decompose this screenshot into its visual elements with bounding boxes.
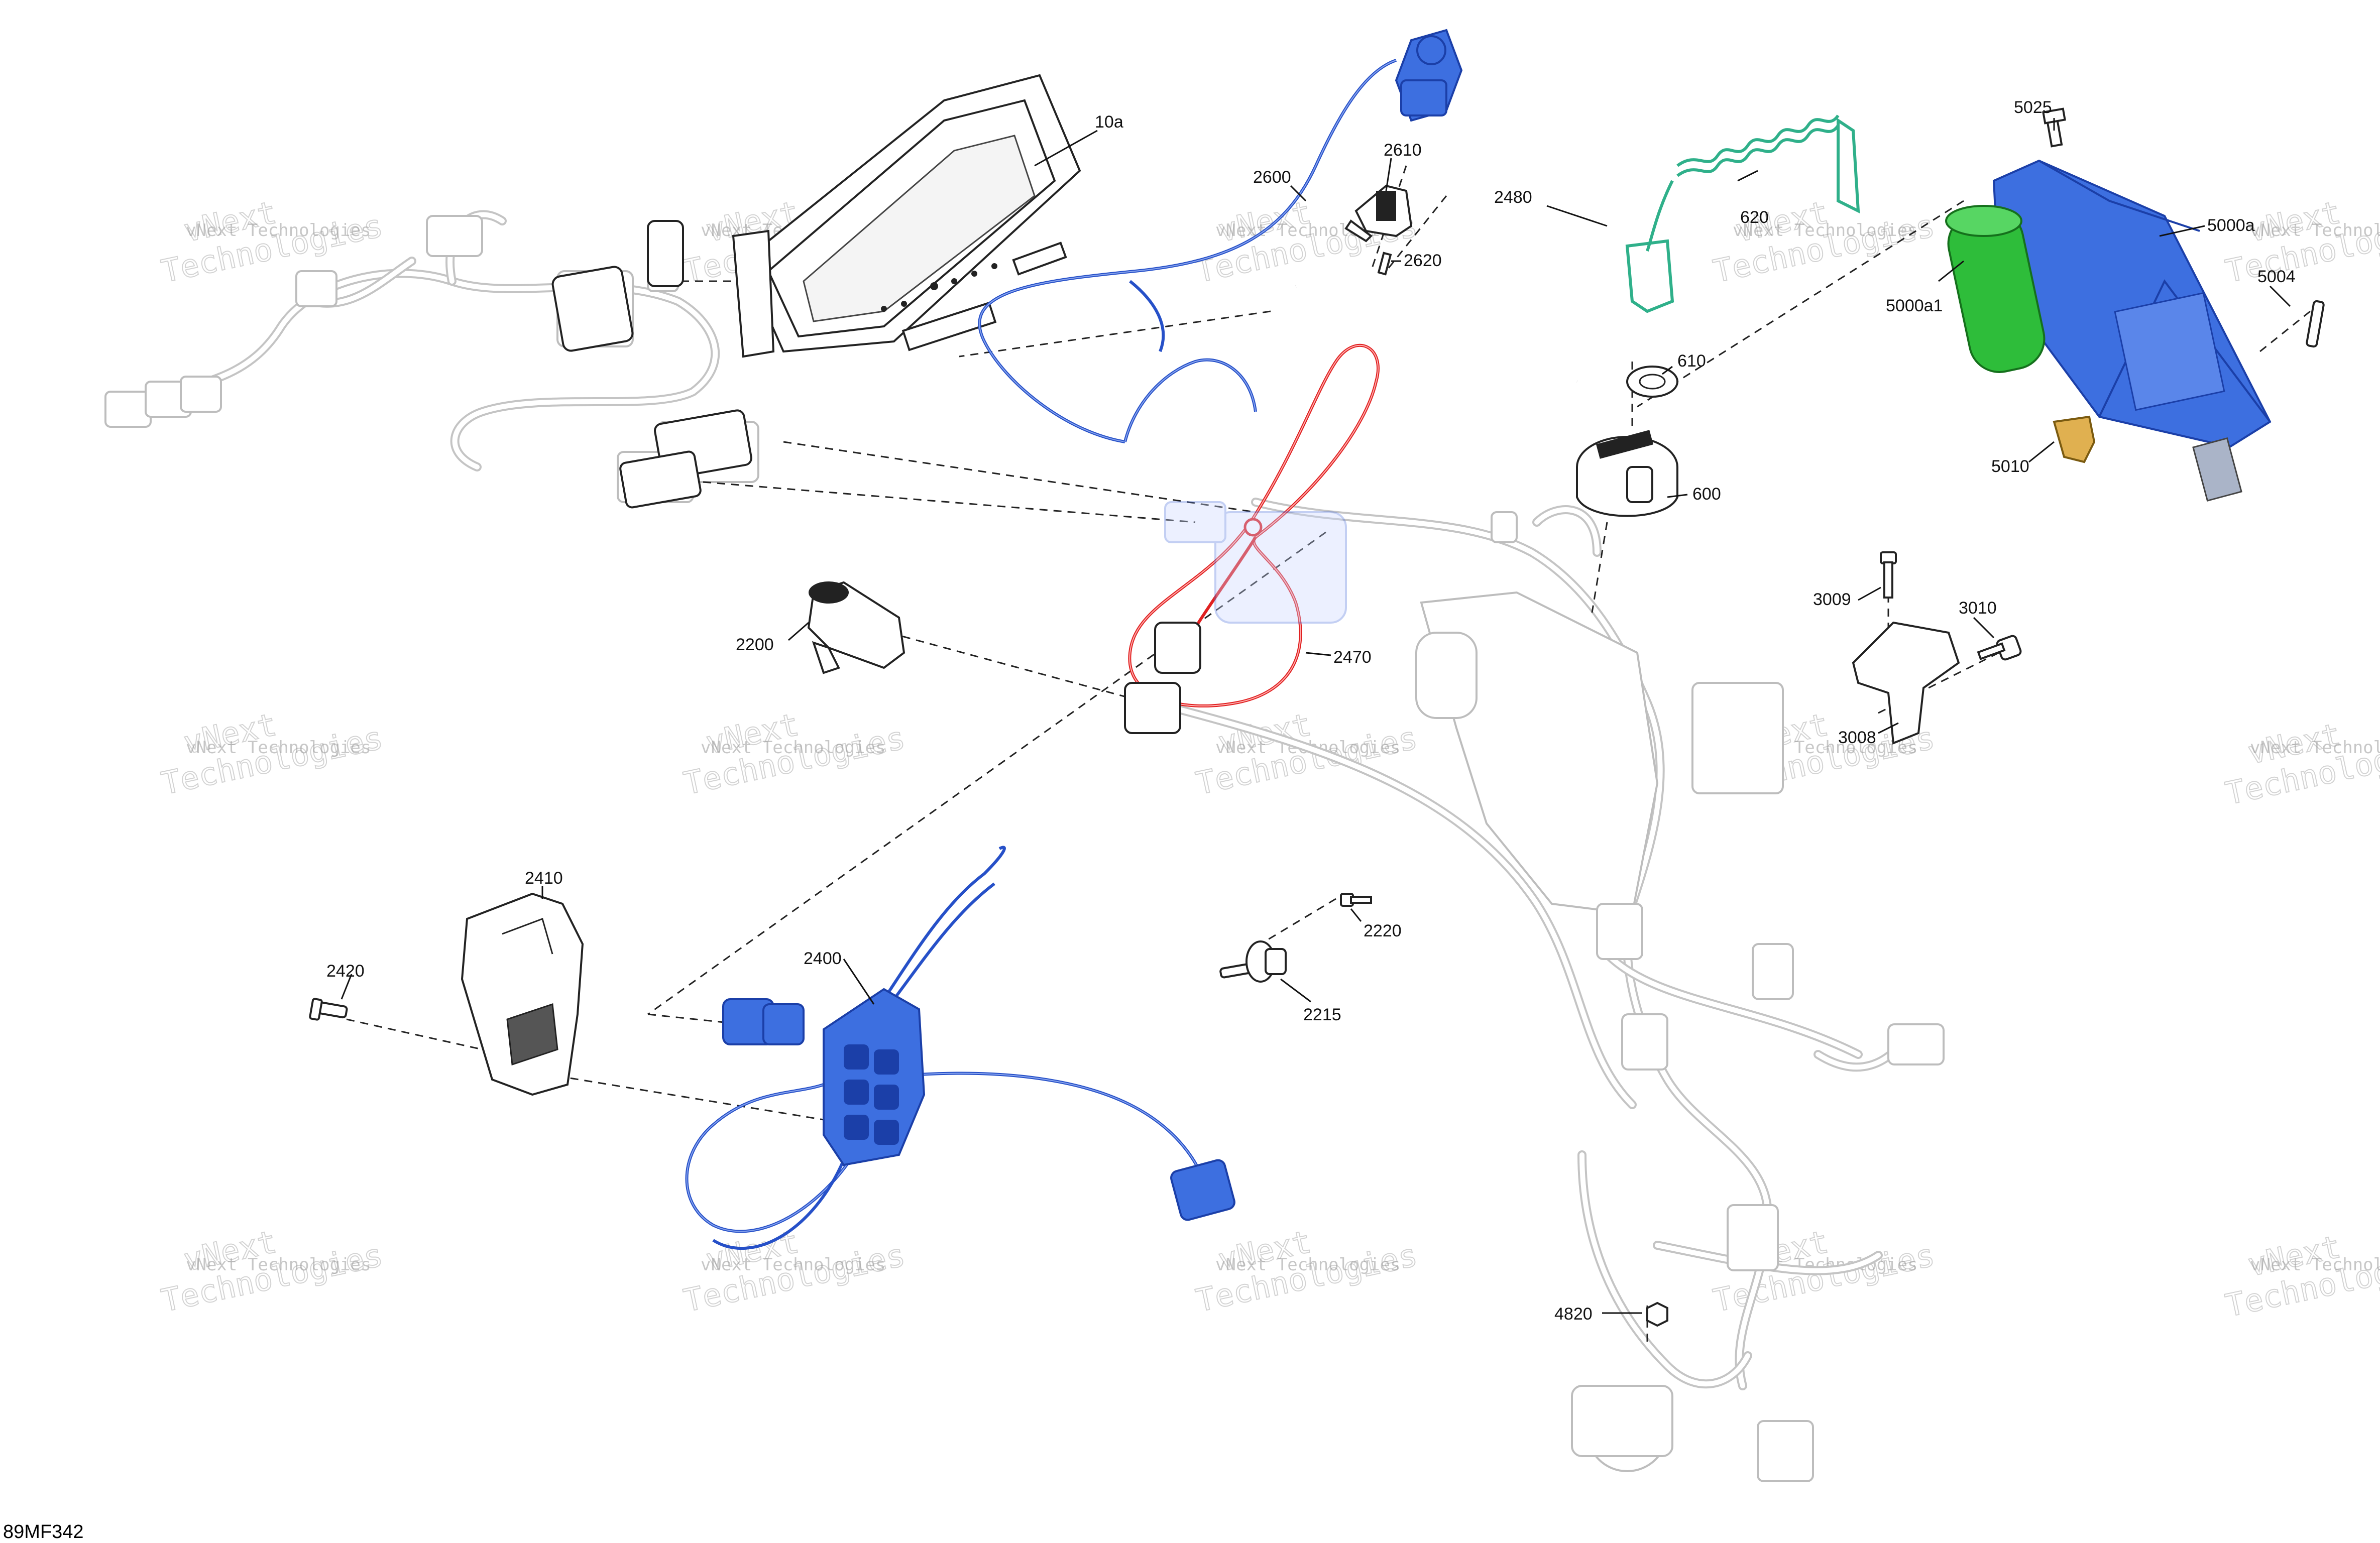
connector-cap xyxy=(1416,35,1446,65)
watermark-small: vNext Technologies xyxy=(2250,1255,2380,1275)
callout-10a: 10a xyxy=(1095,112,1123,132)
ghost-connector xyxy=(426,215,483,257)
watermark-small: vNext Technologies xyxy=(186,738,371,758)
callout-2610: 2610 xyxy=(1384,141,1422,160)
indicator-dot xyxy=(901,301,907,307)
part-2610-clip[interactable] xyxy=(1344,184,1413,243)
callout-2620: 2620 xyxy=(1404,251,1442,270)
watermark-small: vNext Technologies xyxy=(2250,220,2380,241)
part-600-ignition-switch[interactable] xyxy=(1576,430,1678,517)
callout-2200: 2200 xyxy=(736,635,774,654)
ghost-connector xyxy=(1596,903,1643,960)
ghost-connector xyxy=(1757,1420,1814,1482)
watermark-small: vNext Technologies xyxy=(701,1255,885,1275)
watermark-small: vNext Technologies xyxy=(1733,220,1917,241)
callout-5010: 5010 xyxy=(1991,457,2029,476)
callout-620: 620 xyxy=(1740,208,1769,227)
callout-2410: 2410 xyxy=(525,869,563,888)
indicator-dot xyxy=(951,278,957,284)
harness-connectors-left xyxy=(551,220,752,509)
callout-2215: 2215 xyxy=(1303,1005,1341,1024)
indicator-dot xyxy=(930,282,938,290)
ghost-connector xyxy=(1752,943,1794,1000)
assembly-lines xyxy=(346,165,2311,1346)
part-5004-pin[interactable] xyxy=(2306,300,2325,348)
callout-600: 600 xyxy=(1692,485,1721,504)
part-5000a1-cylinder[interactable] xyxy=(1943,205,2050,378)
callout-5025: 5025 xyxy=(2014,98,2052,117)
ghost-fuse-box xyxy=(1691,682,1784,794)
part-2400-switch-assembly[interactable] xyxy=(685,846,1236,1250)
callout-2470: 2470 xyxy=(1333,648,1372,667)
part-620-coiled-lanyard[interactable] xyxy=(1625,114,1860,313)
ghost-connector xyxy=(1727,1204,1779,1271)
watermark-small: vNext Technologies xyxy=(186,1255,371,1275)
ghost-cylinder xyxy=(1415,632,1478,719)
callout-2400: 2400 xyxy=(804,949,842,968)
callout-3009: 3009 xyxy=(1813,590,1851,609)
harness-connectors-center xyxy=(1124,622,1201,734)
ghosted-main-harness xyxy=(104,210,1945,1482)
part-2220-screw[interactable] xyxy=(1340,893,1372,907)
drawing-code-label: 89MF342 xyxy=(3,1521,84,1542)
part-2420-screw[interactable] xyxy=(309,998,348,1021)
part-610-nut[interactable] xyxy=(1626,366,1678,398)
indicator-dot xyxy=(881,306,887,312)
ghost-connector xyxy=(1621,1013,1668,1071)
part-2620-screw[interactable] xyxy=(1377,252,1392,276)
watermark-small: vNext Technologies xyxy=(186,220,371,241)
callout-5000a1: 5000a1 xyxy=(1886,296,1943,315)
ghost-bolt xyxy=(1491,511,1518,543)
callout-5000a: 5000a xyxy=(2207,216,2255,235)
part-2200-sensor[interactable] xyxy=(807,581,905,674)
callout-labels: 10a 2600 2610 2620 2480 620 610 600 5025… xyxy=(326,98,2296,1324)
watermark-small: vNext Technologies xyxy=(1215,1255,1400,1275)
display-screen xyxy=(803,135,1036,322)
part-2215-sensor-pin[interactable] xyxy=(1219,940,1287,983)
callout-5004: 5004 xyxy=(2257,267,2296,286)
callout-2220: 2220 xyxy=(1364,921,1402,940)
part-2410-switch-housing[interactable] xyxy=(461,892,584,1096)
part-3008-bracket[interactable] xyxy=(1852,621,1960,745)
part-2480-cable[interactable] xyxy=(1283,68,1758,415)
ghost-solenoid-base xyxy=(1571,1385,1673,1457)
part-3009-bolt[interactable] xyxy=(1880,551,1897,599)
indicator-dot xyxy=(971,271,977,277)
callout-leaders xyxy=(341,118,2291,1314)
part-2600-blue-wire[interactable] xyxy=(978,29,1463,443)
ghost-blue-switch-overlay xyxy=(1164,501,1347,624)
ghost-connector xyxy=(104,391,152,428)
callout-610: 610 xyxy=(1677,351,1706,371)
callout-2600: 2600 xyxy=(1253,168,1291,187)
callout-2480: 2480 xyxy=(1494,188,1532,207)
part-3010-bolt[interactable] xyxy=(1977,635,2022,661)
indicator-dot xyxy=(991,263,997,269)
ghost-connector xyxy=(1887,1023,1945,1065)
callout-4820: 4820 xyxy=(1554,1304,1593,1324)
part-2470-red-harness[interactable] xyxy=(1128,344,1380,707)
watermark-small: vNext Technologies xyxy=(2250,738,2380,758)
ghost-connector xyxy=(180,376,222,413)
callout-3008: 3008 xyxy=(1838,728,1876,747)
watermark-small: vNext Technologies xyxy=(701,738,885,758)
ghost-connector xyxy=(295,270,337,307)
callout-2420: 2420 xyxy=(326,962,365,981)
part-4820-nut[interactable] xyxy=(1646,1301,1668,1327)
callout-3010: 3010 xyxy=(1959,599,1997,618)
part-10a-display-cluster[interactable] xyxy=(732,74,1081,358)
part-5000a-module[interactable] xyxy=(1992,159,2272,502)
part-5010-fitting[interactable] xyxy=(2053,415,2096,463)
